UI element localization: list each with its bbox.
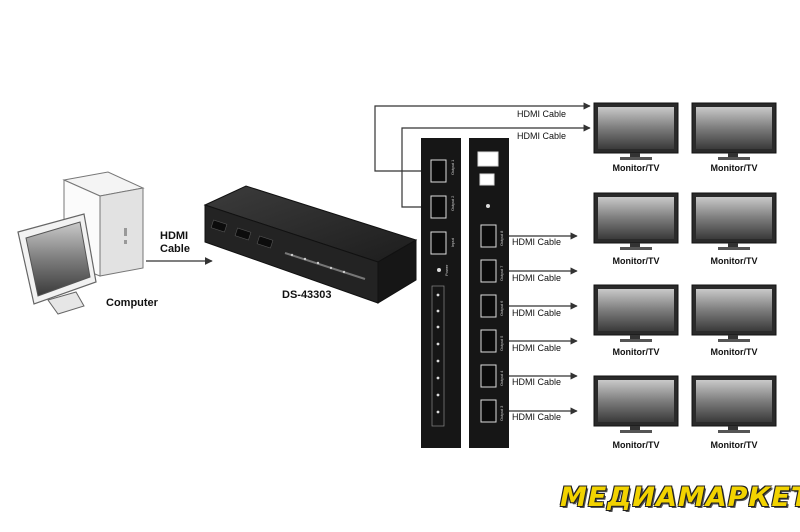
cable-output-1 — [374, 102, 591, 172]
monitor-icon — [593, 192, 679, 250]
input-panel: Output 1 Output 2 Input Power — [421, 138, 461, 448]
panel-port-label: Output 1 — [450, 159, 455, 175]
panel-port-label: Output 6 — [499, 300, 504, 316]
cable-label: HDMI Cable — [512, 412, 562, 422]
cable-label: HDMI Cable — [517, 131, 567, 141]
cable-label: HDMI Cable — [512, 377, 562, 387]
monitor-label: Monitor/TV — [710, 256, 758, 266]
splitter-device — [203, 185, 418, 304]
panel-port-label: Output 3 — [499, 405, 504, 421]
monitor-icon — [593, 375, 679, 433]
monitor-icon — [691, 375, 777, 433]
power-label: Power — [444, 264, 449, 276]
monitor-icon — [691, 192, 777, 250]
monitor-icon — [691, 102, 777, 160]
monitor-icon — [593, 102, 679, 160]
monitor-label: Monitor/TV — [710, 347, 758, 357]
panel-port-label: Input — [450, 237, 455, 247]
monitor-label: Monitor/TV — [710, 440, 758, 450]
panel-port-label: Output 5 — [499, 335, 504, 351]
computer-icon — [17, 171, 145, 315]
cable-output-2 — [401, 124, 591, 208]
computer-label: Computer — [106, 297, 158, 309]
panel-port-label: Output 8 — [499, 230, 504, 246]
splitter-model-label: DS-43303 — [282, 289, 332, 301]
cable-label: HDMI Cable — [512, 273, 562, 283]
monitor-grid — [593, 102, 777, 433]
monitor-label: Monitor/TV — [612, 440, 660, 450]
cable-label: HDMI Cable — [512, 308, 562, 318]
monitor-label: Monitor/TV — [710, 163, 758, 173]
cable-label: HDMI Cable — [512, 343, 562, 353]
output-panel: Output 8 Output 7 Output 6 Output 5 Outp… — [469, 138, 509, 448]
monitor-icon — [691, 284, 777, 342]
computer-cable-label: Cable — [160, 243, 190, 255]
monitor-label: Monitor/TV — [612, 347, 660, 357]
panel-port-label: Output 2 — [450, 195, 455, 211]
computer-cable-label: HDMI — [160, 230, 189, 242]
cable-label: HDMI Cable — [517, 109, 567, 119]
monitor-label: Monitor/TV — [612, 163, 660, 173]
panel-port-label: Output 4 — [499, 370, 504, 386]
panel-port-label: Output 7 — [499, 265, 504, 281]
monitor-label: Monitor/TV — [612, 256, 660, 266]
cable-label: HDMI Cable — [512, 237, 562, 247]
watermark-logo: МЕДИАМАРКЕТ — [560, 482, 800, 513]
monitor-icon — [593, 284, 679, 342]
